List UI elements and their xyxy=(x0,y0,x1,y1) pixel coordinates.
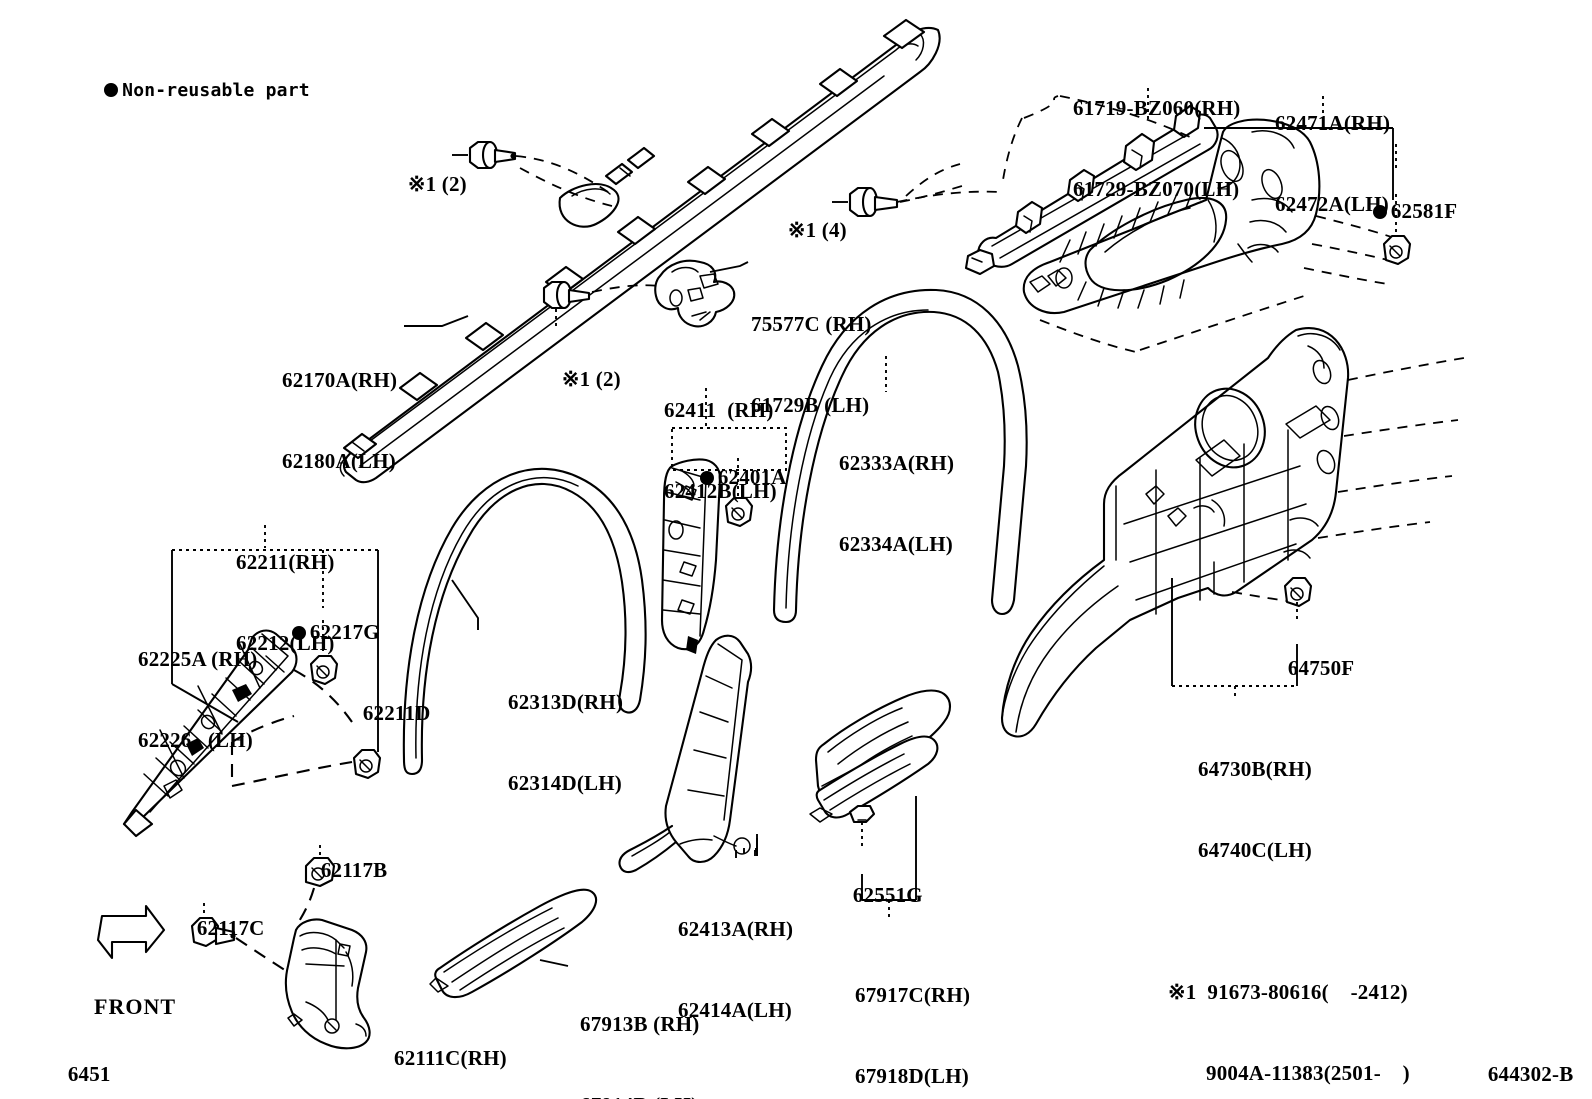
clip-62117c xyxy=(190,903,289,973)
weatherstrip-62313d xyxy=(402,467,647,776)
sheet-code-left: 6451 xyxy=(67,1062,111,1086)
rear-scuff-plate-67917c xyxy=(809,689,952,823)
callout-61719: 61719-BZ060(RH) 61729-BZ070(LH) xyxy=(1073,96,1241,201)
callout-62551g: 62551G xyxy=(852,883,923,907)
clip-62117b xyxy=(295,845,336,927)
callout-62217g: 62217G xyxy=(270,593,380,671)
callout-62111c: 62111C(RH) 62112 (LH) xyxy=(394,1046,507,1070)
bolt-ref1-four xyxy=(832,163,963,218)
callout-62581f: 62581F xyxy=(1351,172,1457,250)
callout-62211d: 62211D xyxy=(362,701,431,725)
callout-62117c: 62117C xyxy=(196,916,265,940)
clip-62551g xyxy=(848,796,917,918)
callout-ref1-2-upper: ※1 (2) xyxy=(407,172,467,196)
clip-62217g xyxy=(309,620,339,686)
leader-64730b xyxy=(1171,578,1297,698)
leader-62211 xyxy=(171,525,379,723)
non-reusable-bullet-icon xyxy=(1372,205,1387,219)
grommet-64750f xyxy=(1283,576,1313,686)
non-reusable-bullet-icon xyxy=(104,83,119,97)
center-pillar-garnish-upper-62411 xyxy=(660,458,722,654)
clip-62401a xyxy=(724,458,754,528)
bracket-75577c xyxy=(654,259,749,328)
sheet-code-right: 644302-B xyxy=(1487,1062,1574,1086)
callout-64730b: 64730B(RH) 64740C(LH) xyxy=(1198,757,1312,862)
leader-62411 xyxy=(671,388,787,471)
reference-note-1: ※1 91673-80616( -2412) 9004A-11383(2501-… xyxy=(1168,980,1410,1085)
weatherstrip-62333a xyxy=(772,288,1028,624)
front-arrow-icon xyxy=(96,904,166,960)
callout-62170a: 62170A(RH) 62180A(LH) xyxy=(282,368,398,473)
leader-62170a xyxy=(404,315,469,327)
non-reusable-bullet-icon xyxy=(699,471,714,485)
callout-62411: 62411 (RH) 62412B(LH) xyxy=(664,398,777,503)
bolt-ref1-lower xyxy=(542,280,661,326)
quarter-trim-panel-64730b xyxy=(1000,327,1465,738)
callout-64750f: 64750F xyxy=(1287,656,1355,680)
cowl-side-trim-62111c xyxy=(284,918,371,1050)
front-direction-label: FRONT xyxy=(94,994,176,1019)
roof-rail-bracket-61719 xyxy=(879,88,1219,276)
clip-62211d xyxy=(230,650,382,788)
callout-62225a: 62225A (RH) 62226 (LH) xyxy=(138,647,258,752)
quarter-trim-upper-62471a xyxy=(1022,118,1401,353)
legend-non-reusable: Non-reusable part xyxy=(60,52,310,130)
callout-62401a: 62401A xyxy=(678,438,787,516)
non-reusable-bullet-icon xyxy=(291,626,306,640)
callout-ref1-4: ※1 (4) xyxy=(787,218,847,242)
center-pillar-garnish-lower-62413a xyxy=(618,634,753,874)
callout-75577c: 75577C (RH) 61729B (LH) xyxy=(751,312,872,417)
callout-67917c: 67917C(RH) 67918D(LH) xyxy=(855,983,971,1088)
callout-62313d: 62313D(RH) 62314D(LH) xyxy=(508,690,624,795)
callout-67913b: 67913B (RH) 67914B (LH) xyxy=(580,1012,700,1099)
bolt-ref1-upper xyxy=(452,140,615,207)
callout-62117b: 62117B xyxy=(320,858,388,882)
clip-62581f xyxy=(1382,144,1412,266)
callout-62413a: 62413A(RH) 62414A(LH) xyxy=(678,917,794,1022)
front-pillar-garnish-62211 xyxy=(122,629,298,838)
callout-62211: 62211(RH) 62212(LH) xyxy=(236,550,335,655)
callout-ref1-2-lower: ※1 (2) xyxy=(561,367,621,391)
leader-62471a xyxy=(1204,96,1394,200)
front-scuff-plate-67913b xyxy=(429,888,598,999)
callout-62333a: 62333A(RH) 62334A(LH) xyxy=(839,451,955,556)
callout-62471a: 62471A(RH) 62472A(LH) xyxy=(1275,111,1391,216)
